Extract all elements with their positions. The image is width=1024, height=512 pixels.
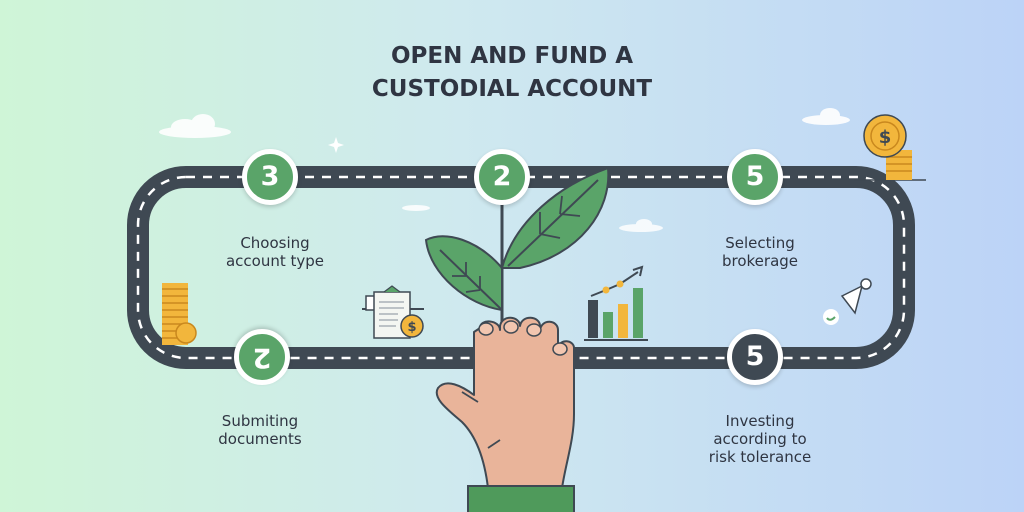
step-badge-center: 2 [474,149,530,205]
step-label-investing: Investing according to risk tolerance [708,412,812,466]
sparkle-icon [328,137,344,153]
cloud-icon [159,114,231,138]
step-badge-top-left: 3 [242,149,298,205]
page-title: OPEN AND FUND A CUSTODIAL ACCOUNT [312,40,712,106]
step-badge-bottom-right: 5 [727,329,783,385]
road-dashes [136,175,906,360]
step-label-submiting-documents: Submiting documents [218,412,302,448]
phone-icon [823,309,839,325]
title-line-1: OPEN AND FUND A [390,43,634,69]
document-icon: $ [362,285,424,339]
coin-stack-icon [162,283,197,345]
bar-chart-icon [584,265,648,341]
step-badge-bottom-left: 2 [234,329,290,385]
coin-symbol: $ [407,320,416,335]
hand-icon [435,316,575,512]
step-label-selecting-brokerage: Selecting brokerage [721,234,799,270]
cloud-icon [402,205,430,211]
title-line-2: CUSTODIAL ACCOUNT [371,76,653,102]
sleeve [467,485,575,512]
plant-icon [424,166,610,405]
coin-stack-icon: $ [854,114,926,181]
coin-symbol: $ [879,127,892,148]
step-badge-top-right: 5 [727,149,783,205]
cloud-icon [802,108,850,125]
telescope-icon [840,278,872,315]
cloud-icon [619,219,663,232]
step-label-choosing-account-type: Choosing account type [225,234,325,270]
